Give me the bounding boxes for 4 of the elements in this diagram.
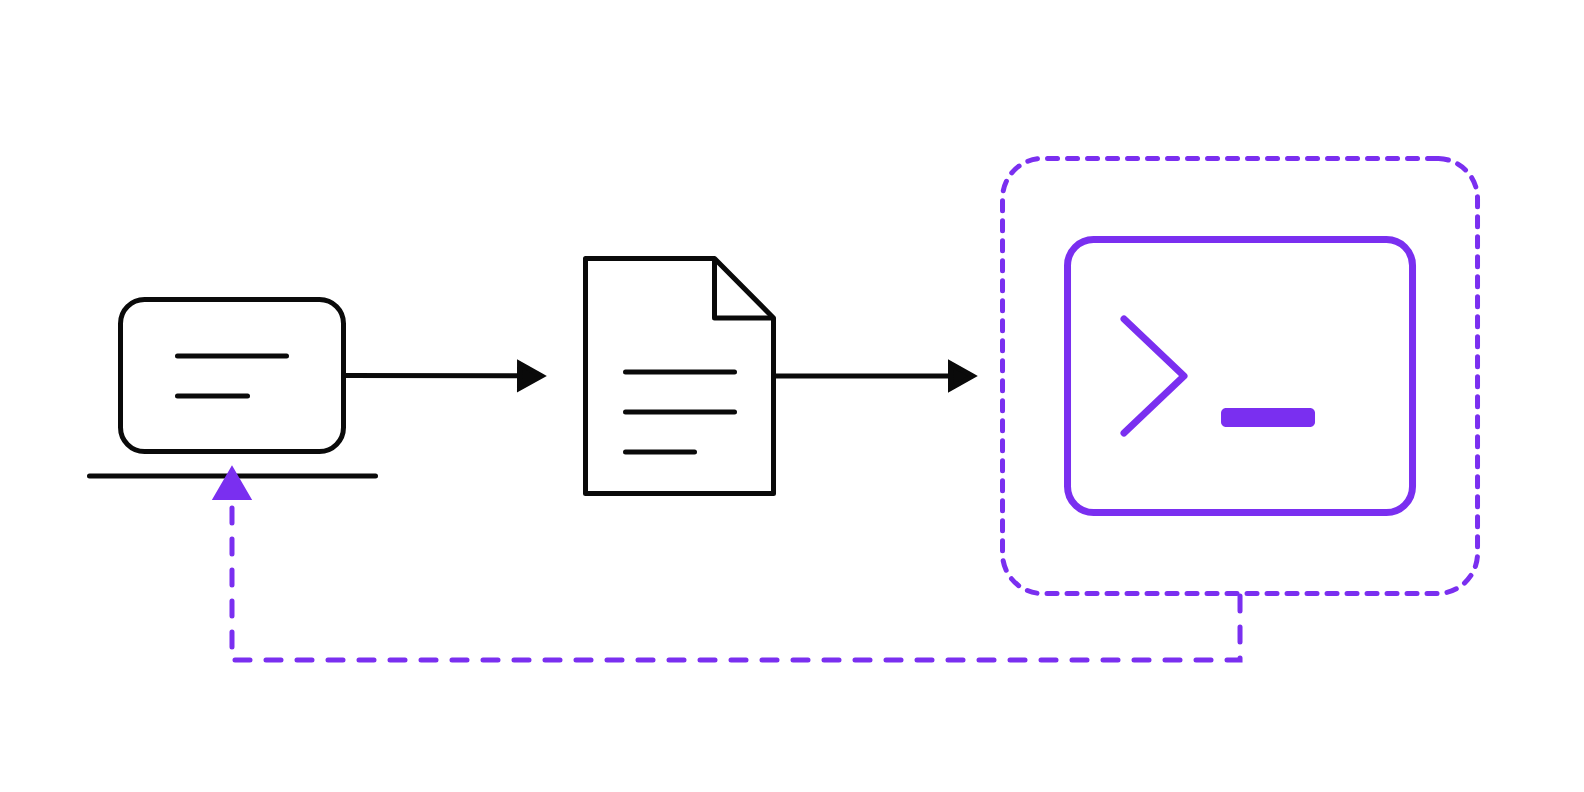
document-icon bbox=[583, 256, 776, 496]
laptop-icon bbox=[87, 297, 378, 479]
terminal-icon bbox=[1064, 236, 1416, 516]
dashed-frame bbox=[1000, 156, 1480, 596]
